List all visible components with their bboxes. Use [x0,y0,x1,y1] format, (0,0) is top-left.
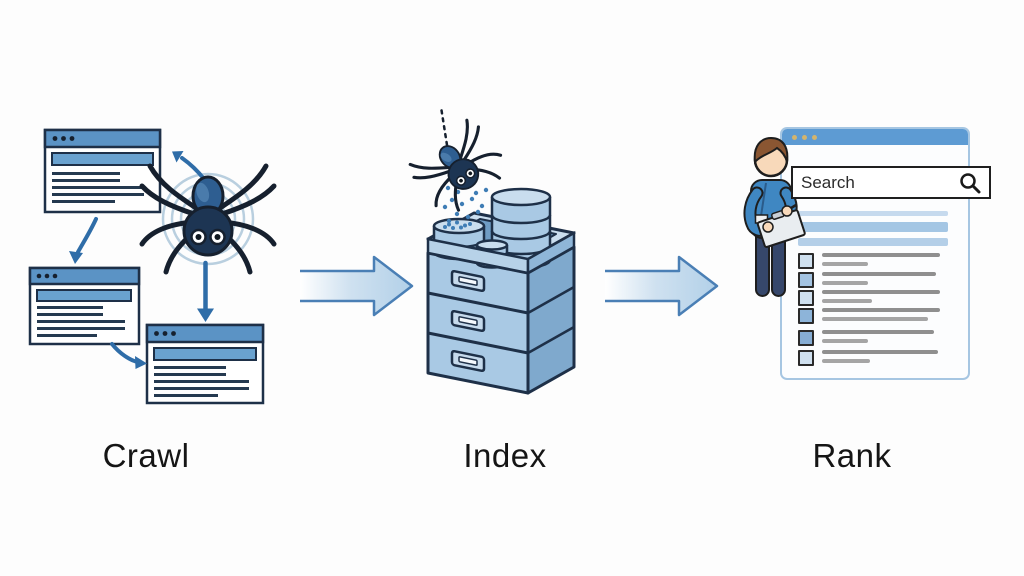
drawer-handle-icon [450,269,486,293]
result-sub-line [822,281,868,285]
result-sub-line [822,317,928,321]
magnifier-icon [960,172,981,193]
result-title-line [822,330,934,334]
result-sub-line [822,262,868,266]
search-result-item [798,308,950,324]
result-rank-box [798,272,814,288]
browser-window-icon [145,323,265,405]
browser-window-icon [28,266,141,346]
crawl-stage-art [28,128,277,405]
results-header-bar [798,211,948,216]
block-arrow-right-icon [300,255,414,317]
index-stage-art [408,105,576,395]
stage-label-index: Index [463,437,547,474]
result-sub-line [822,299,872,303]
result-rank-box [798,308,814,324]
search-placeholder-text: Search [801,172,855,192]
result-title-line [822,290,940,294]
person-icon [743,136,806,297]
result-rank-box [798,290,814,306]
illustrated-search-input: Search [791,166,991,199]
result-title-line [822,272,936,276]
drawer-handle-icon [450,309,486,333]
block-arrow-right-icon [605,255,719,317]
result-title-line [822,253,940,257]
spider-icon [139,163,277,275]
search-result-item [798,272,950,288]
result-sub-line [822,339,868,343]
window-dot-icon [792,134,797,140]
result-sub-line [822,359,870,363]
result-rank-box [798,350,814,366]
browser-window-icon [43,128,162,214]
search-result-item [798,290,950,306]
rank-window-titlebar [782,129,968,145]
spider-thread [439,105,449,147]
cabinet-rim-side [526,230,576,276]
result-rank-box [798,330,814,346]
result-rank-box [798,253,814,269]
spider-icon [408,118,503,212]
hair [753,136,789,165]
result-title-line [822,308,940,312]
search-result-item [798,330,950,346]
results-header-bar [798,222,948,232]
search-result-item [798,253,950,269]
search-result-item [798,350,950,366]
results-header-bar [798,238,948,246]
result-title-line [822,350,938,354]
stage-label-crawl: Crawl [102,437,190,474]
window-dot-icon [802,134,807,140]
stage-label-rank: Rank [812,437,892,474]
drawer-handle-icon [450,349,486,373]
crawl-arrowhead [69,151,214,369]
window-dot-icon [812,134,817,140]
